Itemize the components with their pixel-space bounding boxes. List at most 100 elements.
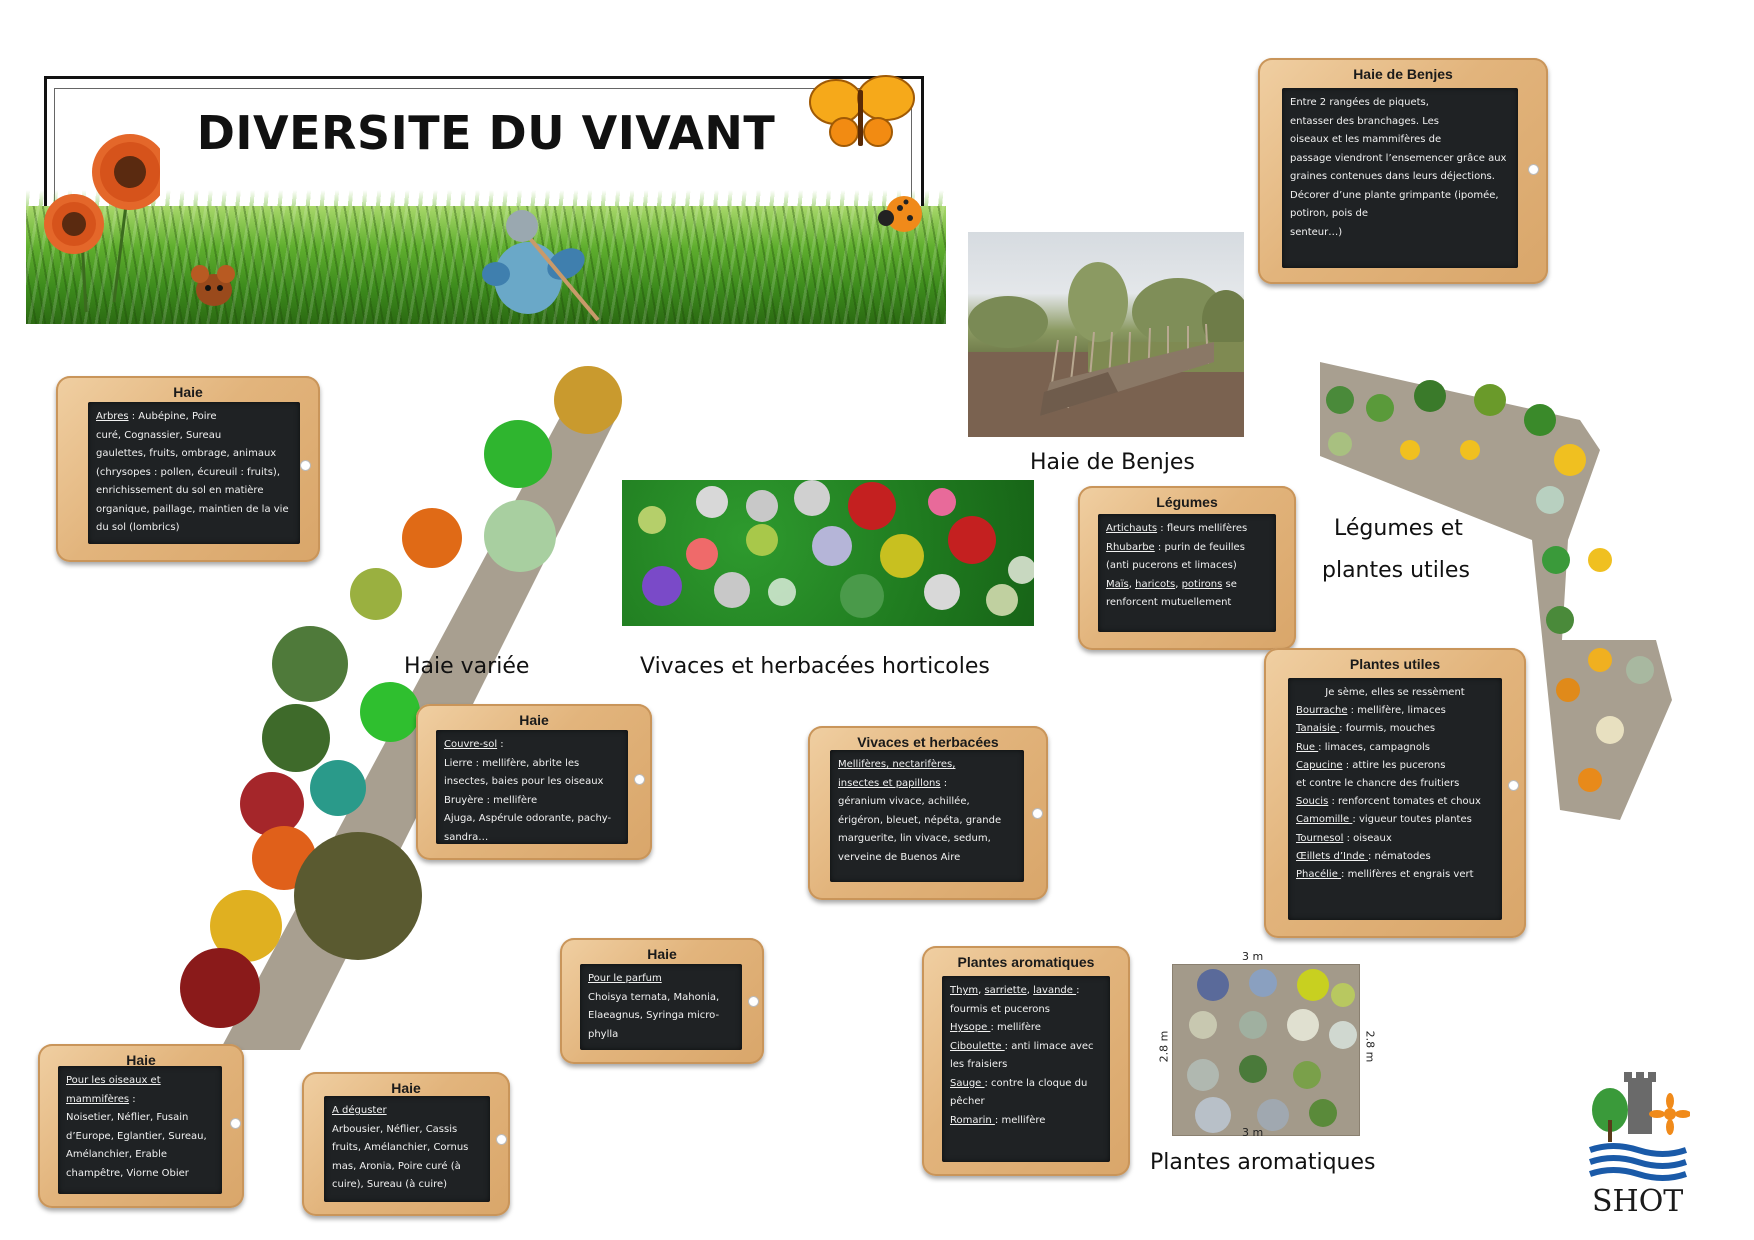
text-line: oiseaux et les mammifères de <box>1290 134 1442 145</box>
text-line: Lierre : mellifère, abrite les <box>444 757 580 769</box>
hook <box>1508 780 1519 791</box>
text-line: Ciboulette : anti limace avec <box>950 1038 1102 1057</box>
hook <box>634 774 645 785</box>
text-line: érigéron, bleuet, népéta, grande <box>838 814 1002 826</box>
text-line: Tanaisie : fourmis, mouches <box>1296 720 1494 738</box>
text-line: et contre le chancre des fruitiers <box>1296 775 1494 793</box>
underlined-term: Couvre-sol <box>444 739 498 750</box>
underlined-term: Tournesol <box>1296 832 1344 844</box>
underlined-term: Arbres <box>96 411 129 422</box>
text-line: entasser des branchages. Les <box>1290 115 1440 127</box>
dim-right: 2.8 m <box>1363 1030 1377 1063</box>
banner-inner-frame <box>54 88 912 288</box>
text-line: Décorer d’une plante grimpante (ipomée, <box>1290 189 1499 201</box>
underlined-term: Pour le parfum <box>588 973 662 984</box>
underlined-term: lavande <box>1033 985 1077 996</box>
tree <box>180 948 260 1028</box>
tree <box>240 772 304 836</box>
board-parfum: Haie Pour le parfum Choisya ternata, Mah… <box>560 938 764 1064</box>
text-line: Arbousier, Néflier, Cassis <box>332 1123 458 1135</box>
underlined-term: Rue <box>1296 741 1319 753</box>
text-line: insectes et papillons : <box>838 775 1016 794</box>
text-line: Phacélie : mellifères et engrais vert <box>1296 866 1494 884</box>
chalkboard: Artichauts : fleurs mellifères Rhubarbe … <box>1098 514 1276 632</box>
board-plantes-aromatiques: Plantes aromatiques Thym, sarriette, lav… <box>922 946 1130 1176</box>
dim-top: 3 m <box>1242 950 1264 963</box>
label-legumes-line1: Légumes et <box>1334 516 1463 541</box>
text-line: sandra… <box>444 831 489 843</box>
dim-bottom: 3 m <box>1242 1126 1264 1139</box>
underlined-term: Thym <box>950 985 979 996</box>
underlined-term: mammifères <box>66 1093 130 1105</box>
text-line: Soucis : renforcent tomates et choux <box>1296 793 1494 811</box>
label-haie-variee: Haie variée <box>404 654 530 679</box>
text-line: Noisetier, Néflier, Fusain <box>66 1112 189 1123</box>
text-line: les fraisiers <box>950 1059 1008 1070</box>
logo-text: SHOT <box>1592 1184 1684 1219</box>
underlined-term: haricots <box>1135 578 1176 590</box>
underlined-term: Bourrache <box>1296 705 1348 717</box>
label-plantes-aromatiques: Plantes aromatiques <box>1150 1150 1376 1175</box>
text: : mellifères et engrais vert <box>1341 869 1474 881</box>
underlined-term: sarriette <box>984 985 1027 996</box>
underlined-term: Phacélie <box>1296 869 1342 881</box>
chalkboard: Arbres : Aubépine, Poire curé, Cognassie… <box>88 402 300 544</box>
text: se <box>1222 578 1237 590</box>
chalkboard: A déguster Arbousier, Néflier, Cassis fr… <box>324 1096 490 1202</box>
tree <box>484 420 552 488</box>
text: , <box>1128 578 1136 590</box>
text-line: phylla <box>588 1028 619 1040</box>
text-line: pêcher <box>950 1096 985 1107</box>
text: , <box>1175 578 1182 590</box>
text-line: Tournesol : oiseaux <box>1296 830 1494 848</box>
board-title: Haie <box>126 1052 156 1068</box>
text-line: Amélanchier, Erable <box>66 1149 168 1160</box>
text-line: fourmis et pucerons <box>950 1003 1050 1015</box>
vivaces-bed <box>622 480 1036 626</box>
text-line: Hysope : mellifère <box>950 1019 1102 1038</box>
underlined-term: Camomille <box>1296 814 1353 826</box>
board-title: Vivaces et herbacées <box>857 734 999 750</box>
text-line: enrichissement du sol en matière <box>96 485 264 496</box>
chalkboard: Thym, sarriette, lavande : fourmis et pu… <box>942 976 1110 1162</box>
text-line: (chrysopes : pollen, écureuil : fruits), <box>96 466 281 478</box>
board-title: Légumes <box>1156 494 1218 510</box>
board-title: Haie de Benjes <box>1353 66 1453 82</box>
text: : fleurs mellifères <box>1157 523 1248 534</box>
board-a-deguster: Haie A déguster Arbousier, Néflier, Cass… <box>302 1072 510 1216</box>
hook <box>300 460 311 471</box>
text: : vigueur toutes plantes <box>1352 814 1472 826</box>
text: : Aubépine, Poire <box>128 411 217 422</box>
text: , <box>978 985 985 996</box>
text: : renforcent tomates et choux <box>1328 796 1481 808</box>
text-line: gaulettes, fruits, ombrage, animaux <box>96 448 277 459</box>
text-line: Rhubarbe : purin de feuilles <box>1106 539 1268 558</box>
board-title: Haie <box>647 946 677 962</box>
label-legumes-line2: plantes utiles <box>1322 558 1470 583</box>
tree <box>262 704 330 772</box>
text-line: Choisya ternata, Mahonia, <box>588 991 720 1003</box>
chalkboard: Entre 2 rangées de piquets, entasser des… <box>1282 88 1518 268</box>
dim-left: 2.8 m <box>1157 1030 1171 1063</box>
text-line: Sauge : contre la cloque du <box>950 1075 1102 1094</box>
text-line: mammifères : <box>66 1091 214 1110</box>
text-line: renforcent mutuellement <box>1106 597 1232 608</box>
text-line: Elaeagnus, Syringa micro- <box>588 1010 720 1021</box>
text-line: organique, paillage, maintien de la vie <box>96 503 289 515</box>
text-line: potiron, pois de <box>1290 208 1369 219</box>
tree <box>484 500 556 572</box>
underlined-term: A déguster <box>332 1105 387 1116</box>
underlined-term: Sauge <box>950 1077 985 1089</box>
text-line: Pour les oiseaux et <box>66 1072 214 1091</box>
board-haie-arbres: Haie Arbres : Aubépine, Poire curé, Cogn… <box>56 376 320 562</box>
text-line: A déguster <box>332 1102 482 1121</box>
text: : limaces, campagnols <box>1318 741 1430 753</box>
text: : <box>497 739 504 750</box>
underlined-term: Romarin <box>950 1114 995 1126</box>
text-line: Bourrache : mellifère, limaces <box>1296 702 1494 720</box>
text-line: Thym, sarriette, lavande : <box>950 982 1102 1001</box>
hook <box>230 1118 241 1129</box>
text-line: Maïs, haricots, potirons se <box>1106 576 1268 595</box>
underlined-term: Capucine <box>1296 759 1343 771</box>
banner-frame <box>44 76 924 296</box>
